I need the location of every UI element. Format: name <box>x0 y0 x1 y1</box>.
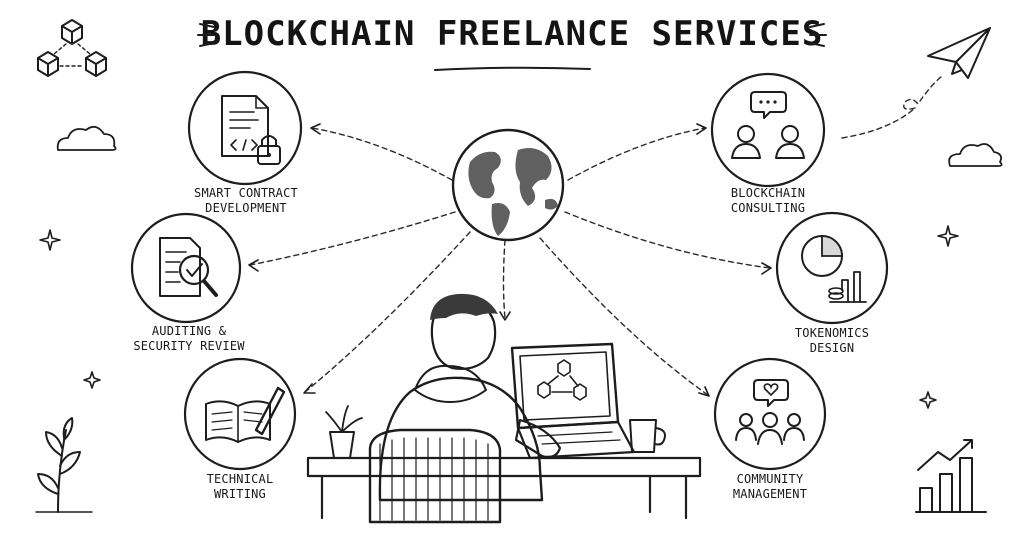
service-circle-technical-writing <box>183 357 297 471</box>
connector-lines <box>249 107 916 396</box>
service-circle-tokenomics <box>775 211 889 325</box>
plant-icon <box>35 417 93 513</box>
title-right-accent <box>809 23 827 47</box>
service-circle-community <box>713 357 827 471</box>
service-circle-auditing <box>130 212 242 324</box>
cloud-icon-right <box>948 143 1003 167</box>
title-underline <box>434 66 591 71</box>
label-auditing: AUDITING & SECURITY REVIEW <box>126 324 252 354</box>
label-community-line1: COMMUNITY <box>736 472 804 486</box>
label-community: COMMUNITY MANAGEMENT <box>710 472 830 502</box>
diagram-title: BLOCKCHAIN FREELANCE SERVICES <box>200 14 824 54</box>
connector-freelancer <box>502 239 506 319</box>
connector-consulting <box>567 127 706 181</box>
service-circle-consulting <box>710 72 826 188</box>
connector-community <box>539 237 709 396</box>
label-consulting-line2: CONSULTING <box>730 201 806 215</box>
label-technical-writing-line2: WRITING <box>214 487 266 501</box>
label-community-line2: MANAGEMENT <box>732 487 808 501</box>
label-auditing-line2: SECURITY REVIEW <box>133 339 245 353</box>
blockchain-cubes-icon <box>37 19 107 77</box>
sparkle-icons <box>39 225 959 409</box>
connector-tokenomics <box>564 211 771 269</box>
label-consulting-line1: BLOCKCHAIN <box>730 186 806 200</box>
cloud-icon-left <box>56 125 117 151</box>
connector-smart-contract <box>311 127 453 181</box>
freelancer-at-desk-illustration <box>306 293 702 524</box>
label-smart-contract-line1: SMART CONTRACT <box>194 186 298 200</box>
connector-auditing <box>249 211 456 266</box>
label-tokenomics-line2: DESIGN <box>809 341 855 355</box>
plane-loop <box>903 75 943 110</box>
label-consulting: BLOCKCHAIN CONSULTING <box>708 186 828 216</box>
connector-plane <box>841 107 916 139</box>
connector-technical-writing <box>304 231 471 393</box>
service-circle-smart-contract <box>187 70 303 186</box>
label-auditing-line1: AUDITING & <box>151 324 227 338</box>
label-technical-writing: TECHNICAL WRITING <box>180 472 300 502</box>
title-left-accent <box>197 23 215 47</box>
label-smart-contract-line2: DEVELOPMENT <box>205 201 287 215</box>
label-tokenomics: TOKENOMICS DESIGN <box>772 326 892 356</box>
label-tokenomics-line1: TOKENOMICS <box>794 326 870 340</box>
label-technical-writing-line1: TECHNICAL <box>206 472 274 486</box>
connector-arrowheads <box>248 123 772 397</box>
label-smart-contract: SMART CONTRACT DEVELOPMENT <box>185 186 307 216</box>
paper-plane-icon <box>927 27 991 79</box>
growth-chart-icon <box>915 439 987 513</box>
globe-icon <box>451 128 565 242</box>
